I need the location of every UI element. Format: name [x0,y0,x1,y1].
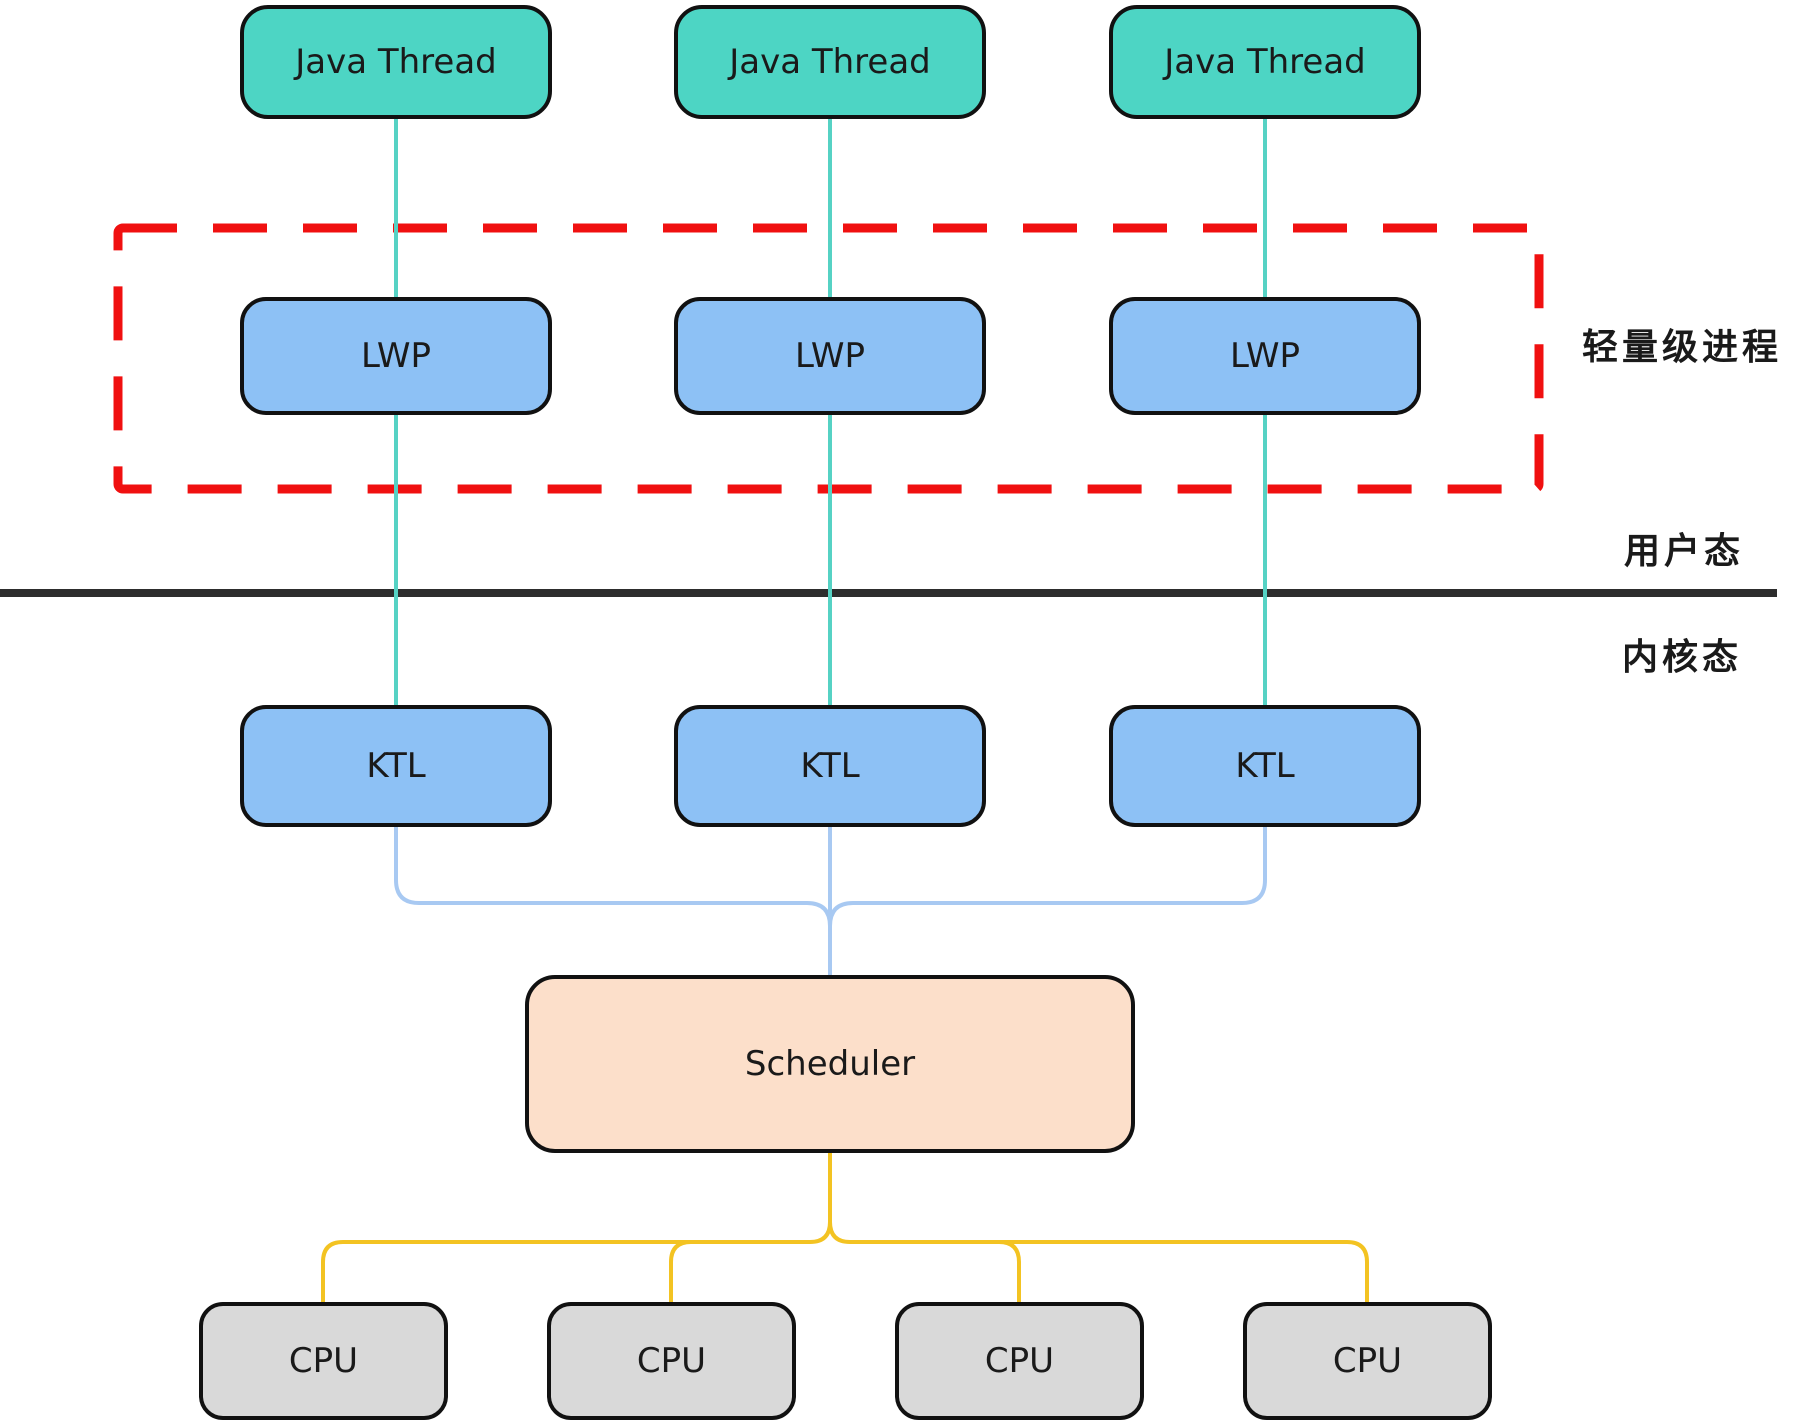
lightweight-process-label: 轻量级进程 [1582,327,1783,368]
connector-scheduler-cpu2 [669,1240,692,1302]
cpu-box: CPU [895,1302,1144,1420]
kernel-mode-label: 内核态 [1622,637,1743,678]
cpu-box: CPU [199,1302,448,1420]
connector-scheduler-cpu4 [828,1221,1369,1302]
ktl-box: KTL [674,705,986,827]
java-thread-box: Java Thread [674,5,986,119]
lwp-box: LWP [240,297,552,415]
connector-scheduler-cpu1 [321,1221,832,1302]
connector-scheduler-cpu3 [998,1240,1021,1302]
ktl-box: KTL [1109,705,1421,827]
cpu-box: CPU [547,1302,796,1420]
java-thread-box: Java Thread [240,5,552,119]
lwp-box: LWP [674,297,986,415]
user-mode-label: 用户态 [1624,531,1745,572]
lwp-box: LWP [1109,297,1421,415]
java-thread-box: Java Thread [1109,5,1421,119]
connector-ktl1-scheduler [394,827,832,975]
scheduler-box: Scheduler [525,975,1135,1153]
connector-ktl3-scheduler [828,827,1267,975]
ktl-box: KTL [240,705,552,827]
cpu-box: CPU [1243,1302,1492,1420]
